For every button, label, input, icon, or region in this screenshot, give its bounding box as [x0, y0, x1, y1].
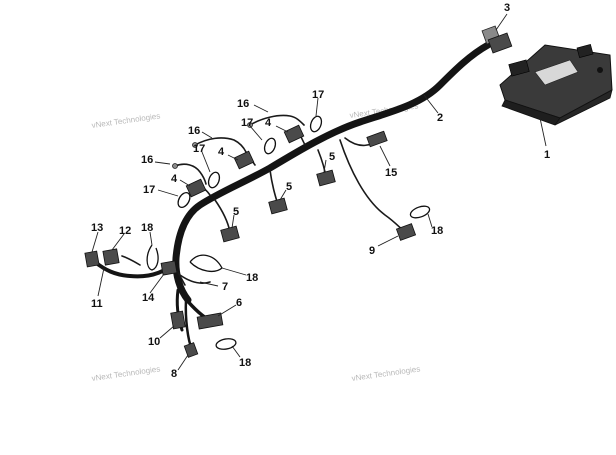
- watermark-3: vNext Technologies: [91, 364, 161, 383]
- leader-lines: [91, 13, 547, 371]
- callout-8: 8: [171, 368, 177, 380]
- connector-4c: [185, 178, 207, 198]
- connector-13: [84, 250, 100, 268]
- callout-4c: 4: [171, 173, 178, 185]
- callout-18d: 18: [239, 357, 251, 369]
- terminal-16a: [247, 122, 253, 128]
- callout-4b: 4: [218, 146, 225, 158]
- callout-17b: 17: [241, 117, 253, 129]
- callout-18c: 18: [431, 225, 443, 237]
- callout-10: 10: [148, 336, 160, 348]
- connector-3: [481, 25, 513, 54]
- callout-17a: 17: [312, 89, 324, 101]
- callout-3: 3: [504, 2, 510, 14]
- tie-17b: [263, 137, 277, 155]
- connector-5b: [268, 197, 288, 215]
- callout-2: 2: [437, 112, 443, 124]
- tie-18a: [146, 244, 159, 271]
- watermark-1: vNext Technologies: [91, 111, 161, 130]
- connector-10: [170, 310, 186, 330]
- callout-15: 15: [385, 167, 397, 179]
- callout-numbers: 1 2 3 4 4 4 5 5 5 6 7 8 9 10 11 12 13 14…: [91, 2, 550, 380]
- callout-18a: 18: [141, 222, 153, 234]
- callout-9: 9: [369, 245, 375, 257]
- terminal-16c: [172, 163, 178, 169]
- main-harness: [93, 41, 492, 352]
- callout-16a: 16: [237, 98, 249, 110]
- callout-14: 14: [142, 292, 155, 304]
- ecm-module: [499, 43, 613, 126]
- branch-wires: [121, 114, 406, 286]
- tie-18d: [215, 338, 237, 350]
- callout-13: 13: [91, 222, 103, 234]
- callout-7: 7: [222, 281, 228, 293]
- cable-ties: [146, 115, 431, 350]
- connector-15: [366, 130, 388, 148]
- watermark-4: vNext Technologies: [351, 364, 421, 383]
- callout-17c: 17: [193, 143, 205, 155]
- tie-18c: [409, 205, 431, 219]
- tie-18b: [189, 254, 223, 273]
- callout-17d: 17: [143, 184, 155, 196]
- callout-4a: 4: [265, 117, 272, 129]
- callout-5b: 5: [286, 181, 292, 193]
- connector-5c: [220, 225, 240, 243]
- connectors: [84, 25, 513, 358]
- terminal-16b: [192, 142, 198, 148]
- callout-11: 11: [91, 298, 103, 310]
- callout-18b: 18: [246, 272, 258, 284]
- tie-17a: [309, 115, 323, 133]
- callout-6: 6: [236, 297, 242, 309]
- callout-16c: 16: [141, 154, 153, 166]
- callout-1: 1: [544, 149, 550, 161]
- tie-17d: [177, 191, 191, 209]
- connector-9: [395, 223, 417, 241]
- connector-14: [160, 260, 178, 276]
- tie-17c: [207, 171, 221, 189]
- callout-12: 12: [119, 225, 131, 237]
- connector-12: [102, 248, 120, 266]
- callout-5c: 5: [233, 206, 239, 218]
- connector-4b: [233, 150, 255, 170]
- connector-5a: [316, 169, 336, 187]
- callout-5a: 5: [329, 151, 335, 163]
- connector-6: [196, 312, 224, 330]
- connector-8: [183, 342, 199, 358]
- connector-4a: [283, 124, 305, 144]
- callout-16b: 16: [188, 125, 200, 137]
